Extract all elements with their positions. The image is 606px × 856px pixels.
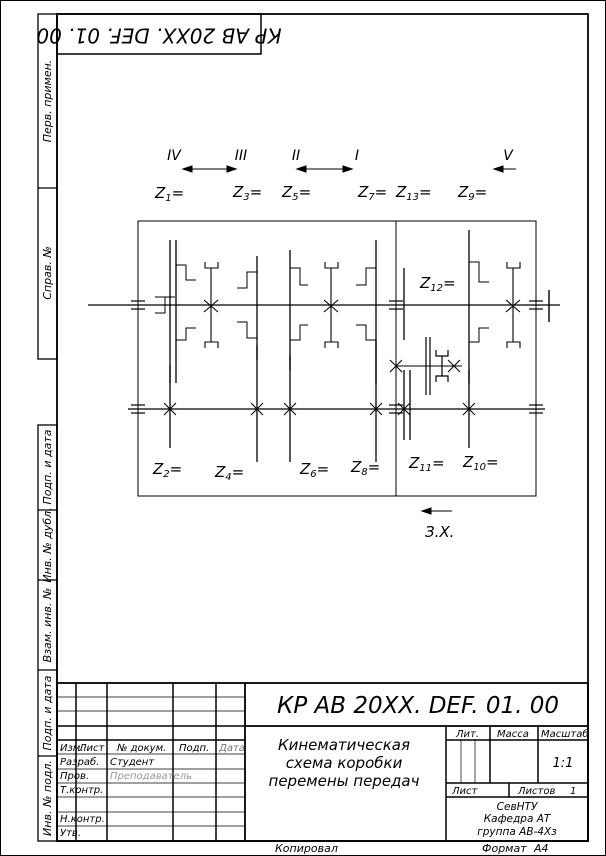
label-inv-dubl: Инв. № дубл. — [41, 507, 54, 582]
title-block — [56, 682, 589, 842]
col-header-list: Лист — [78, 743, 106, 754]
gear-number-i: I — [355, 148, 359, 164]
label-sprav-no: Справ. № — [41, 246, 54, 300]
left-strip-labels: Перв. примен. Справ. № Подп. и дата Инв.… — [41, 60, 54, 836]
gear-label-z12: Z12= — [419, 274, 456, 294]
gear-number-iv: IV — [167, 148, 182, 164]
gear-label-z8: Z8= — [350, 458, 380, 478]
name-student: Студент — [110, 757, 155, 768]
gear-label-z3: Z3= — [232, 183, 262, 203]
gear-label-z6: Z6= — [299, 460, 329, 480]
gear-label-z9: Z9= — [457, 183, 487, 203]
gear-label-z11: Z11= — [408, 454, 445, 474]
copied-label: Копировал — [275, 842, 338, 855]
sheets-label: Листов — [517, 786, 555, 797]
col-header-izm: Изм. — [60, 743, 84, 754]
format-value: А4 — [533, 842, 549, 855]
label-inv-podl: Инв. № подл. — [41, 760, 54, 836]
col-header-data: Дата — [218, 743, 245, 754]
role-prov: Пров. — [60, 771, 89, 782]
gear-number-iii: III — [235, 148, 247, 164]
label-podp-data-1: Подп. и дата — [41, 429, 54, 504]
gear-number-ii: II — [292, 148, 300, 164]
scale-header: Масштаб — [541, 728, 589, 740]
label-podp-data-2: Подп. и дата — [41, 675, 54, 750]
title-block-text: КР АВ 20XX. DEF. 01. 00 Кинематическая с… — [60, 693, 589, 839]
gearbox-housing — [137, 220, 537, 497]
gear-label-z2: Z2= — [152, 460, 182, 480]
gear-label-z5: Z5= — [281, 183, 311, 203]
lit-header: Лит. — [455, 729, 479, 740]
sheet-label: Лист — [451, 786, 479, 797]
gear-labels-top: Z1= Z3= Z5= Z7= Z13= Z9= Z12= — [154, 183, 487, 294]
col-header-no-dokum: № докум. — [116, 743, 166, 754]
drawing-title-line-3: перемены передач — [269, 772, 420, 790]
left-strip — [37, 13, 58, 842]
gear-label-z10: Z10= — [462, 453, 499, 473]
name-teacher: Преподаватель — [110, 771, 192, 782]
gear-labels-bottom: Z2= Z4= Z6= Z8= Z11= Z10= — [152, 453, 499, 483]
role-razrab: Разраб. — [60, 756, 99, 768]
mass-header: Масса — [497, 729, 529, 740]
col-header-podp: Подп. — [179, 743, 209, 754]
gear-label-z13: Z13= — [395, 183, 432, 203]
gear-number-v: V — [503, 148, 514, 164]
shift-arrows — [181, 165, 516, 515]
bottom-line: Копировал Формат А4 — [275, 842, 549, 855]
role-nkontr: Н.контр. — [60, 814, 105, 825]
label-perv-primen: Перв. примен. — [41, 60, 54, 143]
sheets-value: 1 — [570, 786, 576, 797]
gear-label-z4: Z4= — [214, 463, 244, 483]
org-line-3: группа АВ-4Хз — [477, 826, 557, 838]
reverse-label: З.Х. — [425, 523, 454, 541]
kinematic-diagram — [88, 165, 560, 515]
role-tkontr: Т.контр. — [60, 785, 103, 796]
drawing-number-rotated: КР АВ 20XX. DEF. 01. 00 — [36, 24, 281, 48]
drawing-number: КР АВ 20XX. DEF. 01. 00 — [277, 693, 559, 719]
gear-label-z7: Z7= — [357, 183, 387, 203]
gear-label-z1: Z1= — [154, 184, 184, 204]
drawing-title-line-2: схема коробки — [286, 754, 403, 772]
format-label: Формат — [482, 842, 527, 855]
drawing-title-line-1: Кинематическая — [278, 736, 410, 754]
org-line-2: Кафедра АТ — [484, 813, 552, 825]
scale-value: 1:1 — [553, 756, 574, 771]
label-vzam-inv: Взам. инв. № — [41, 588, 54, 663]
org-line-1: СевНТУ — [497, 801, 538, 813]
role-utv: Утв. — [60, 828, 81, 839]
gear-numbers: IV III II I V — [167, 148, 514, 164]
